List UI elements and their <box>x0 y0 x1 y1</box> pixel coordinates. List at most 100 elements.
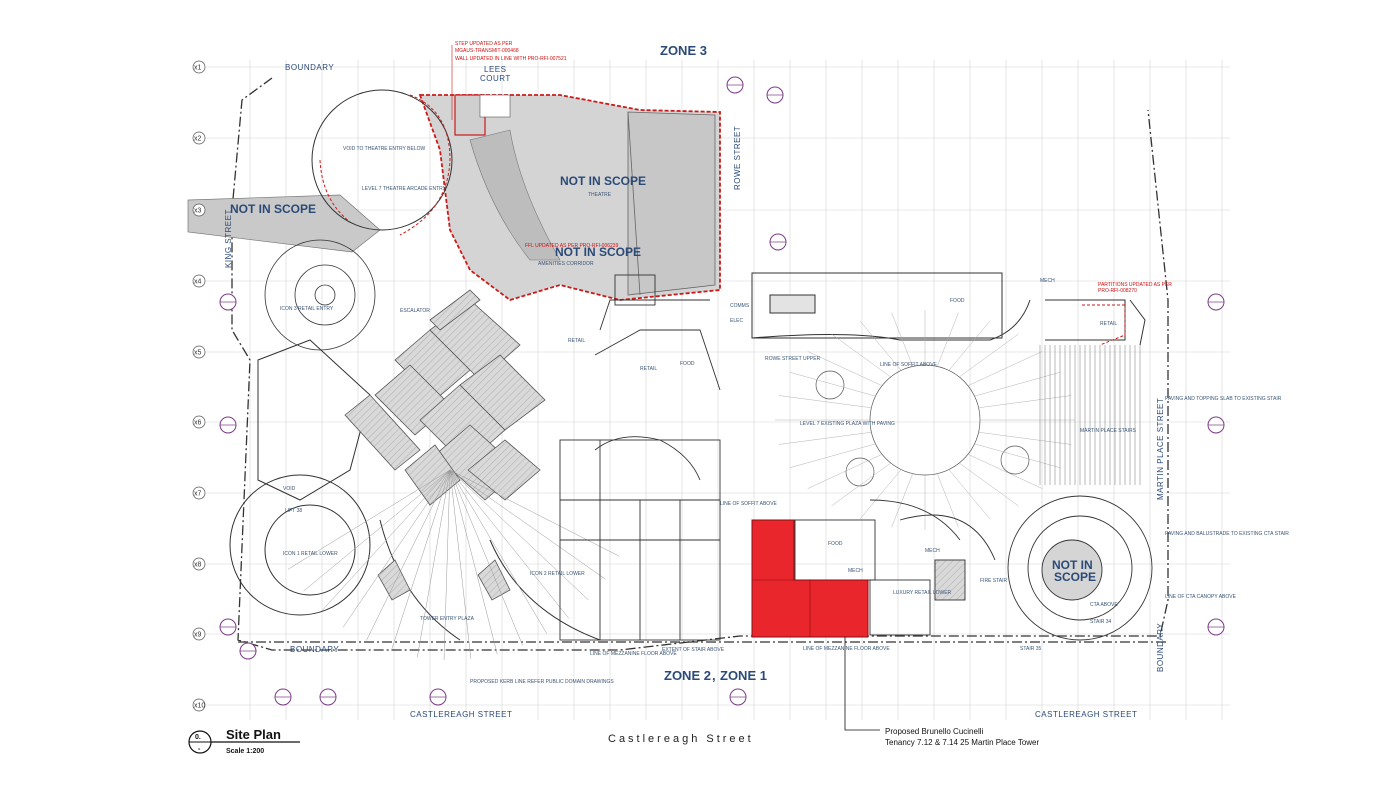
room-stair35: STAIR 35 <box>1020 646 1042 652</box>
grid-label: x5 <box>194 350 202 357</box>
proposed-tenancy-highlight <box>751 519 869 638</box>
red-note-partitions: PARTITIONS UPDATED AS PER <box>1098 282 1172 288</box>
not-in-label-cta: NOT IN <box>1052 558 1093 572</box>
grid-bubble <box>192 415 206 429</box>
plaza-ray <box>789 443 876 468</box>
zone1-label: ZONE 1 <box>720 668 767 683</box>
room-line-mezz-2: LINE OF MEZZANINE FLOOR ABOVE <box>803 646 890 652</box>
grid-bubble <box>192 60 206 74</box>
boundary-right: BOUNDARY <box>1156 623 1165 672</box>
plaza-ray <box>891 312 913 367</box>
proposal-line-1: Proposed Brunello Cucinelli <box>885 727 984 736</box>
room-lift38: LIFT 38 <box>285 508 302 514</box>
plaza-ray <box>959 462 1019 507</box>
rowe-street-label: ROWE STREET <box>733 126 742 190</box>
ray-line <box>449 469 498 655</box>
plaza-ray <box>937 312 959 367</box>
room-proposed-kerb: PROPOSED KERB LINE REFER PUBLIC DOMAIN D… <box>470 679 614 685</box>
ray-line <box>443 469 451 660</box>
room-escalator: ESCALATOR <box>400 308 430 314</box>
room-mech-1: MECH <box>1040 278 1055 284</box>
plaza-ray <box>974 372 1061 397</box>
room-extent-stair: EXTENT OF STAIR ABOVE <box>662 647 725 653</box>
room-comms: COMMS <box>730 303 750 309</box>
grid-bubble <box>192 627 206 641</box>
not-in-scope-left: NOT IN SCOPE <box>230 202 316 216</box>
ray-line <box>342 469 451 628</box>
room-retail-3: RETAIL <box>1100 321 1117 327</box>
room-elec: ELEC <box>730 318 743 324</box>
proposal-leader-line <box>844 637 880 731</box>
ray-line <box>321 469 451 611</box>
red-note-ffl: FFL UPDATED AS PER PRO-RFI-006239 <box>525 243 619 249</box>
plaza-ray <box>859 320 902 371</box>
title-dash: - <box>198 746 201 753</box>
grid-label: x7 <box>194 491 202 498</box>
plaza-ray <box>937 473 959 528</box>
ray-line <box>449 469 569 619</box>
grid-label: x10 <box>194 703 205 710</box>
grid-bubble <box>192 557 206 571</box>
tower-entry-rays <box>287 469 620 660</box>
grid-label: x8 <box>194 562 202 569</box>
plaza-ray <box>807 351 883 386</box>
grid-label: x9 <box>194 632 202 639</box>
zone2-label: ZONE 2 <box>664 668 711 683</box>
plaza-rays <box>775 310 1075 530</box>
plaza-ray <box>778 432 872 445</box>
luxury-retail-block <box>794 499 996 636</box>
plaza-ray <box>807 454 883 489</box>
room-stair34: STAIR 34 <box>1090 619 1112 625</box>
room-food-2: FOOD <box>950 298 965 304</box>
grid-label: x6 <box>194 420 202 427</box>
plaza-ray <box>978 395 1072 408</box>
title-number: 0. <box>195 734 201 741</box>
plaza-ray <box>778 395 872 408</box>
grid-bubble <box>192 274 206 288</box>
room-line-soffit-2: LINE OF SOFFIT ABOVE <box>720 501 778 507</box>
room-cta-above: CTA ABOVE <box>1090 602 1118 608</box>
ray-line <box>417 469 451 658</box>
plaza-ray <box>859 469 902 520</box>
plaza-ray <box>948 320 991 371</box>
boundary-top: BOUNDARY <box>285 63 334 72</box>
ray-line <box>449 469 606 580</box>
room-paving-top: PAVING AND TOPPING SLAB TO EXISTING STAI… <box>1165 396 1282 402</box>
plaza-ray <box>789 372 876 397</box>
ray-line <box>449 469 620 557</box>
not-in-scope-theatre: NOT IN SCOPE <box>560 174 646 188</box>
room-line-cta: LINE OF CTA CANOPY ABOVE <box>1165 594 1237 600</box>
red-note-wall: WALL UPDATED IN LINE WITH PRO-RFI-007521 <box>455 56 567 62</box>
king-street-label: KING STREET <box>224 209 233 268</box>
plaza-ray <box>948 469 991 520</box>
boundary-bottom: BOUNDARY <box>290 645 339 654</box>
ray-line <box>391 469 451 651</box>
zone-separator: , <box>712 668 716 683</box>
red-note-partitions-ref: PRO-RFI-008270 <box>1098 288 1137 294</box>
room-icon2: ICON 2 RETAIL LOWER <box>530 571 585 577</box>
page-title: Site Plan <box>226 727 281 742</box>
ray-line <box>449 469 472 659</box>
void-theatre-building <box>311 89 453 236</box>
room-line-mezz-1: LINE OF MEZZANINE FLOOR ABOVE <box>590 651 677 657</box>
ray-line <box>287 469 451 570</box>
room-level7-plaza: LEVEL 7 EXISTING PLAZA WITH PAVING <box>800 421 895 427</box>
plaza-ray <box>831 333 891 378</box>
plaza-ray <box>891 473 913 528</box>
plaza-ray <box>978 432 1072 445</box>
castlereagh-street-right: CASTLEREAGH STREET <box>1035 710 1137 719</box>
plaza-ray <box>967 454 1043 489</box>
core-blocks <box>344 289 546 601</box>
room-rowe-upper: ROWE STREET UPPER <box>765 356 821 362</box>
room-mech-2: MECH <box>925 548 940 554</box>
cta-spiral-stair <box>1007 495 1153 641</box>
grid-label: x2 <box>194 136 202 143</box>
ray-line <box>449 469 523 646</box>
not-in-scope-amenities: NOT IN SCOPE <box>555 245 641 259</box>
grid-bubble <box>192 345 206 359</box>
icon3-spiral-stair <box>264 239 376 351</box>
room-tower-entry: TOWER ENTRY PLAZA <box>420 616 475 622</box>
room-retail-2: RETAIL <box>640 366 657 372</box>
grid-bubble <box>192 486 206 500</box>
